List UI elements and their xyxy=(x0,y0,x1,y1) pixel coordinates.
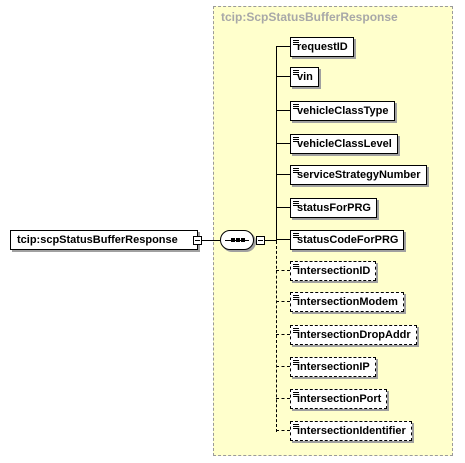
element-type-icon xyxy=(293,424,299,429)
root-element-label: tcip:scpStatusBufferResponse xyxy=(17,234,178,246)
element-box-service-strategy-number[interactable]: serviceStrategyNumber xyxy=(290,165,427,185)
sequence-collapse-icon[interactable] xyxy=(256,236,265,245)
sequence-dot xyxy=(236,238,240,242)
element-connector xyxy=(276,110,290,111)
element-box-intersection-ip[interactable]: intersectionIP xyxy=(290,357,376,377)
element-label: intersectionDropAddr xyxy=(297,329,411,341)
element-box-vin[interactable]: vin xyxy=(290,67,319,87)
element-box-intersection-modem[interactable]: intersectionModem xyxy=(290,292,404,312)
element-type-icon xyxy=(293,70,299,75)
element-box-vehicle-class-level[interactable]: vehicleClassLevel xyxy=(290,134,398,154)
element-type-icon xyxy=(293,328,299,333)
element-connector xyxy=(276,301,290,302)
sequence-compositor[interactable] xyxy=(220,230,254,250)
element-connector xyxy=(276,207,290,208)
root-collapse-icon[interactable] xyxy=(193,236,202,245)
element-label: intersectionID xyxy=(297,265,371,277)
element-connector xyxy=(276,366,290,367)
element-connector xyxy=(276,239,290,240)
element-connector xyxy=(276,174,290,175)
element-connector xyxy=(276,398,290,399)
element-box-intersection-port[interactable]: intersectionPort xyxy=(290,389,388,409)
element-type-icon xyxy=(293,264,299,269)
element-type-icon xyxy=(293,137,299,142)
element-connector xyxy=(276,430,290,431)
element-label: intersectionIP xyxy=(297,361,370,373)
element-label: serviceStrategyNumber xyxy=(297,169,421,181)
element-connector xyxy=(276,143,290,144)
element-type-icon xyxy=(293,168,299,173)
element-label: statusCodeForPRG xyxy=(297,234,399,246)
element-label: requestID xyxy=(297,41,348,53)
element-box-status-code-for-prg[interactable]: statusCodeForPRG xyxy=(290,230,405,250)
element-type-icon xyxy=(293,233,299,238)
element-label: intersectionPort xyxy=(297,393,382,405)
element-label: vin xyxy=(297,71,313,83)
element-connector xyxy=(276,270,290,271)
element-connector xyxy=(276,334,290,335)
element-connector xyxy=(276,46,290,47)
element-label: vehicleClassType xyxy=(297,105,389,117)
element-type-icon xyxy=(293,360,299,365)
tree-trunk-optional-line xyxy=(276,241,277,432)
sequence-to-tree-connector xyxy=(265,240,276,241)
element-label: intersectionModem xyxy=(297,296,398,308)
element-label: statusForPRG xyxy=(297,202,371,214)
element-box-vehicle-class-type[interactable]: vehicleClassType xyxy=(290,101,395,121)
complex-type-title: tcip:ScpStatusBufferResponse xyxy=(221,10,398,24)
root-to-sequence-connector xyxy=(202,240,220,241)
element-label: intersectionIdentifier xyxy=(297,425,406,437)
element-type-icon xyxy=(293,40,299,45)
sequence-dot xyxy=(241,238,245,242)
element-type-icon xyxy=(293,201,299,206)
element-box-intersection-id[interactable]: intersectionID xyxy=(290,261,377,281)
root-element-box[interactable]: tcip:scpStatusBufferResponse xyxy=(10,230,198,250)
element-box-request-id[interactable]: requestID xyxy=(290,37,354,57)
sequence-dot xyxy=(231,238,235,242)
element-connector xyxy=(276,76,290,77)
element-type-icon xyxy=(293,104,299,109)
element-box-intersection-identifier[interactable]: intersectionIdentifier xyxy=(290,421,412,441)
element-box-status-for-prg[interactable]: statusForPRG xyxy=(290,198,377,218)
element-type-icon xyxy=(293,295,299,300)
element-label: vehicleClassLevel xyxy=(297,138,392,150)
element-type-icon xyxy=(293,392,299,397)
element-box-intersection-drop-addr[interactable]: intersectionDropAddr xyxy=(290,325,417,345)
